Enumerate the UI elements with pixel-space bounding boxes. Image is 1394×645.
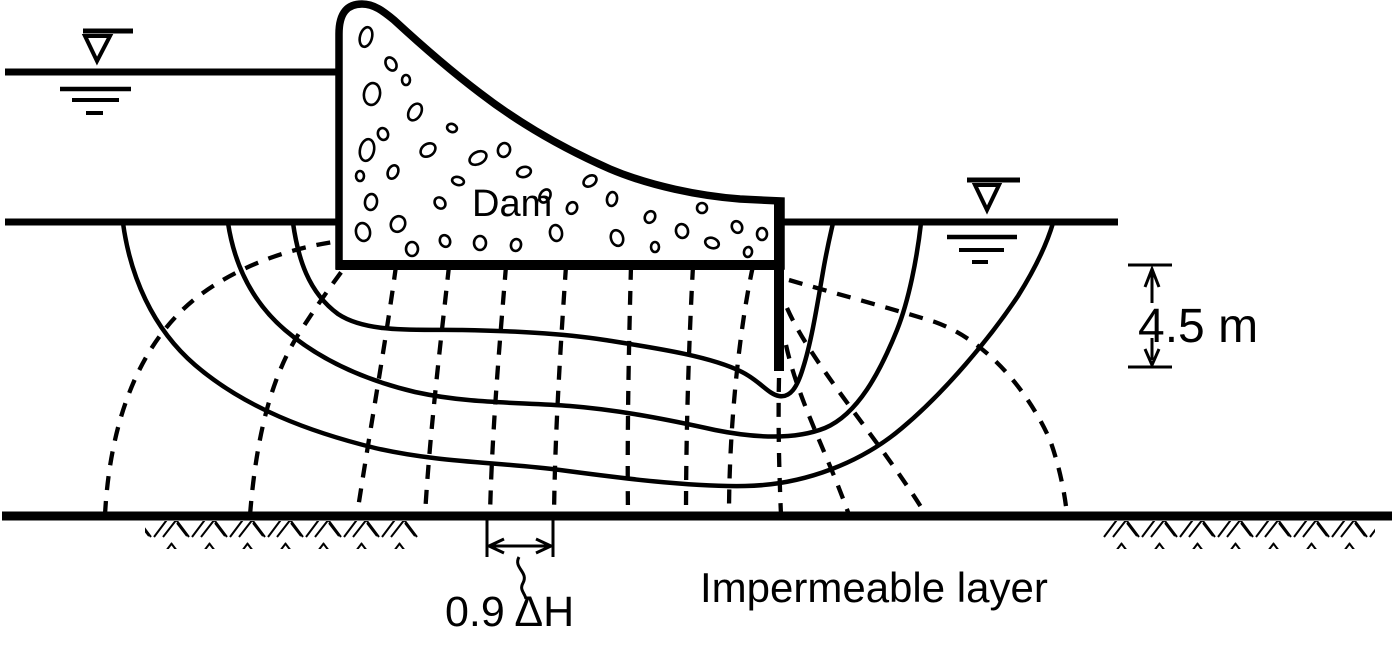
impermeable-layer: Impermeable layer — [2, 511, 1392, 611]
equipotential-line — [422, 265, 452, 516]
base-spacing-value: 0.9 ΔH — [445, 588, 574, 636]
equipotential-line — [354, 265, 399, 516]
downstream-water-level-icon — [947, 177, 1020, 264]
dam-outline — [335, 0, 785, 270]
upstream-water-level-icon — [60, 28, 133, 115]
equipotential-line — [788, 277, 1070, 516]
wall-depth-dimension: 4.5 m — [1128, 263, 1258, 369]
equipotential-line — [247, 265, 347, 516]
rock-hatching-left — [145, 521, 419, 549]
equipotential-lines — [102, 239, 1070, 517]
equipotential-line — [726, 265, 756, 516]
equipotential-line — [487, 265, 509, 516]
equipotential-line — [102, 239, 334, 516]
rock-hatching-right — [1103, 521, 1375, 549]
equipotential-line — [551, 265, 569, 516]
down-arrow-icon — [1143, 348, 1161, 369]
equipotential-line — [683, 265, 696, 516]
flow-line-inner — [290, 222, 836, 399]
equipotential-line — [785, 307, 928, 517]
equipotential-line — [625, 265, 634, 516]
equipotential-line — [783, 344, 852, 516]
up-arrow-icon — [1143, 264, 1161, 288]
dam-body: Dam — [335, 0, 785, 270]
left-arrow-icon — [485, 537, 505, 555]
wall-depth-value: 4.5 m — [1138, 300, 1258, 353]
impermeable-layer-label: Impermeable layer — [700, 564, 1048, 611]
right-arrow-icon — [535, 537, 555, 555]
dam-label: Dam — [472, 183, 552, 225]
dam-aggregate-pattern — [354, 25, 769, 259]
leader-squiggle — [516, 556, 528, 600]
flow-line-middle — [225, 222, 924, 439]
equipotential-line — [776, 377, 784, 516]
base-spacing-dimension: 0.9 ΔH — [445, 519, 574, 636]
